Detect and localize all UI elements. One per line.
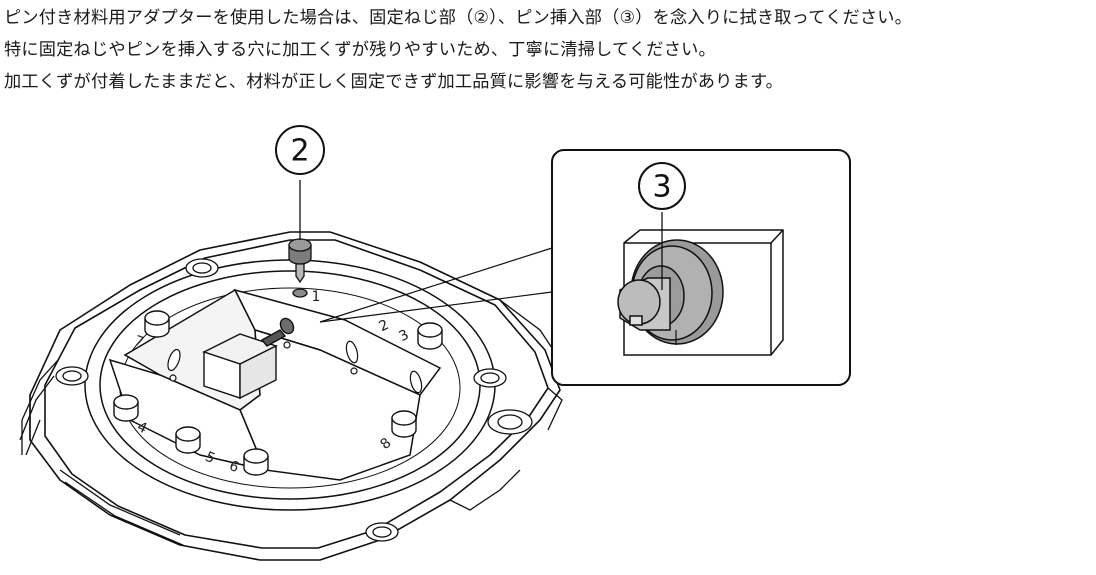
post (113, 394, 139, 422)
instruction-line-2: 特に固定ねじやピンを挿入する穴に加工くずが残りやすいため、丁寧に清掃してください… (4, 40, 716, 60)
callout-number-2: 2 (290, 134, 309, 169)
callout-pin-hole: 3 (638, 162, 686, 290)
left-ledges (19, 359, 186, 547)
post (175, 426, 201, 454)
callout-number-3: 3 (652, 170, 671, 205)
bolt (55, 366, 89, 386)
posts (113, 310, 443, 476)
post (144, 310, 170, 338)
pin-material (202, 317, 295, 400)
bolt (473, 368, 507, 388)
pocket-holes (167, 340, 423, 394)
pin-insertion-hole (617, 239, 724, 345)
fixing-screw (288, 238, 312, 298)
instruction-line-3: 加工くずが付着したままだと、材料が正しく固定できず加工品質に影響を与える可能性が… (4, 72, 784, 92)
zoom-box: 3 (551, 149, 851, 386)
center-pocket (108, 288, 442, 481)
post (243, 448, 269, 476)
slot-label-1: 1 (312, 289, 321, 305)
callout-fixing-screw: 2 (275, 125, 325, 240)
bolt (487, 409, 533, 435)
mounting-bolts (55, 258, 533, 542)
bolt (185, 258, 219, 278)
zoom-indicator (319, 247, 553, 323)
post (417, 322, 443, 350)
bolt (365, 522, 399, 542)
adapter-illustration: 1 2 3 4 5 6 7 8 2 (19, 125, 851, 561)
post (391, 410, 417, 438)
instruction-line-1: ピン付き材料用アダプターを使用した場合は、固定ねじ部（②）、ピン挿入部（③）を念… (4, 8, 913, 28)
instruction-text: ピン付き材料用アダプターを使用した場合は、固定ねじ部（②）、ピン挿入部（③）を念… (4, 2, 1094, 98)
